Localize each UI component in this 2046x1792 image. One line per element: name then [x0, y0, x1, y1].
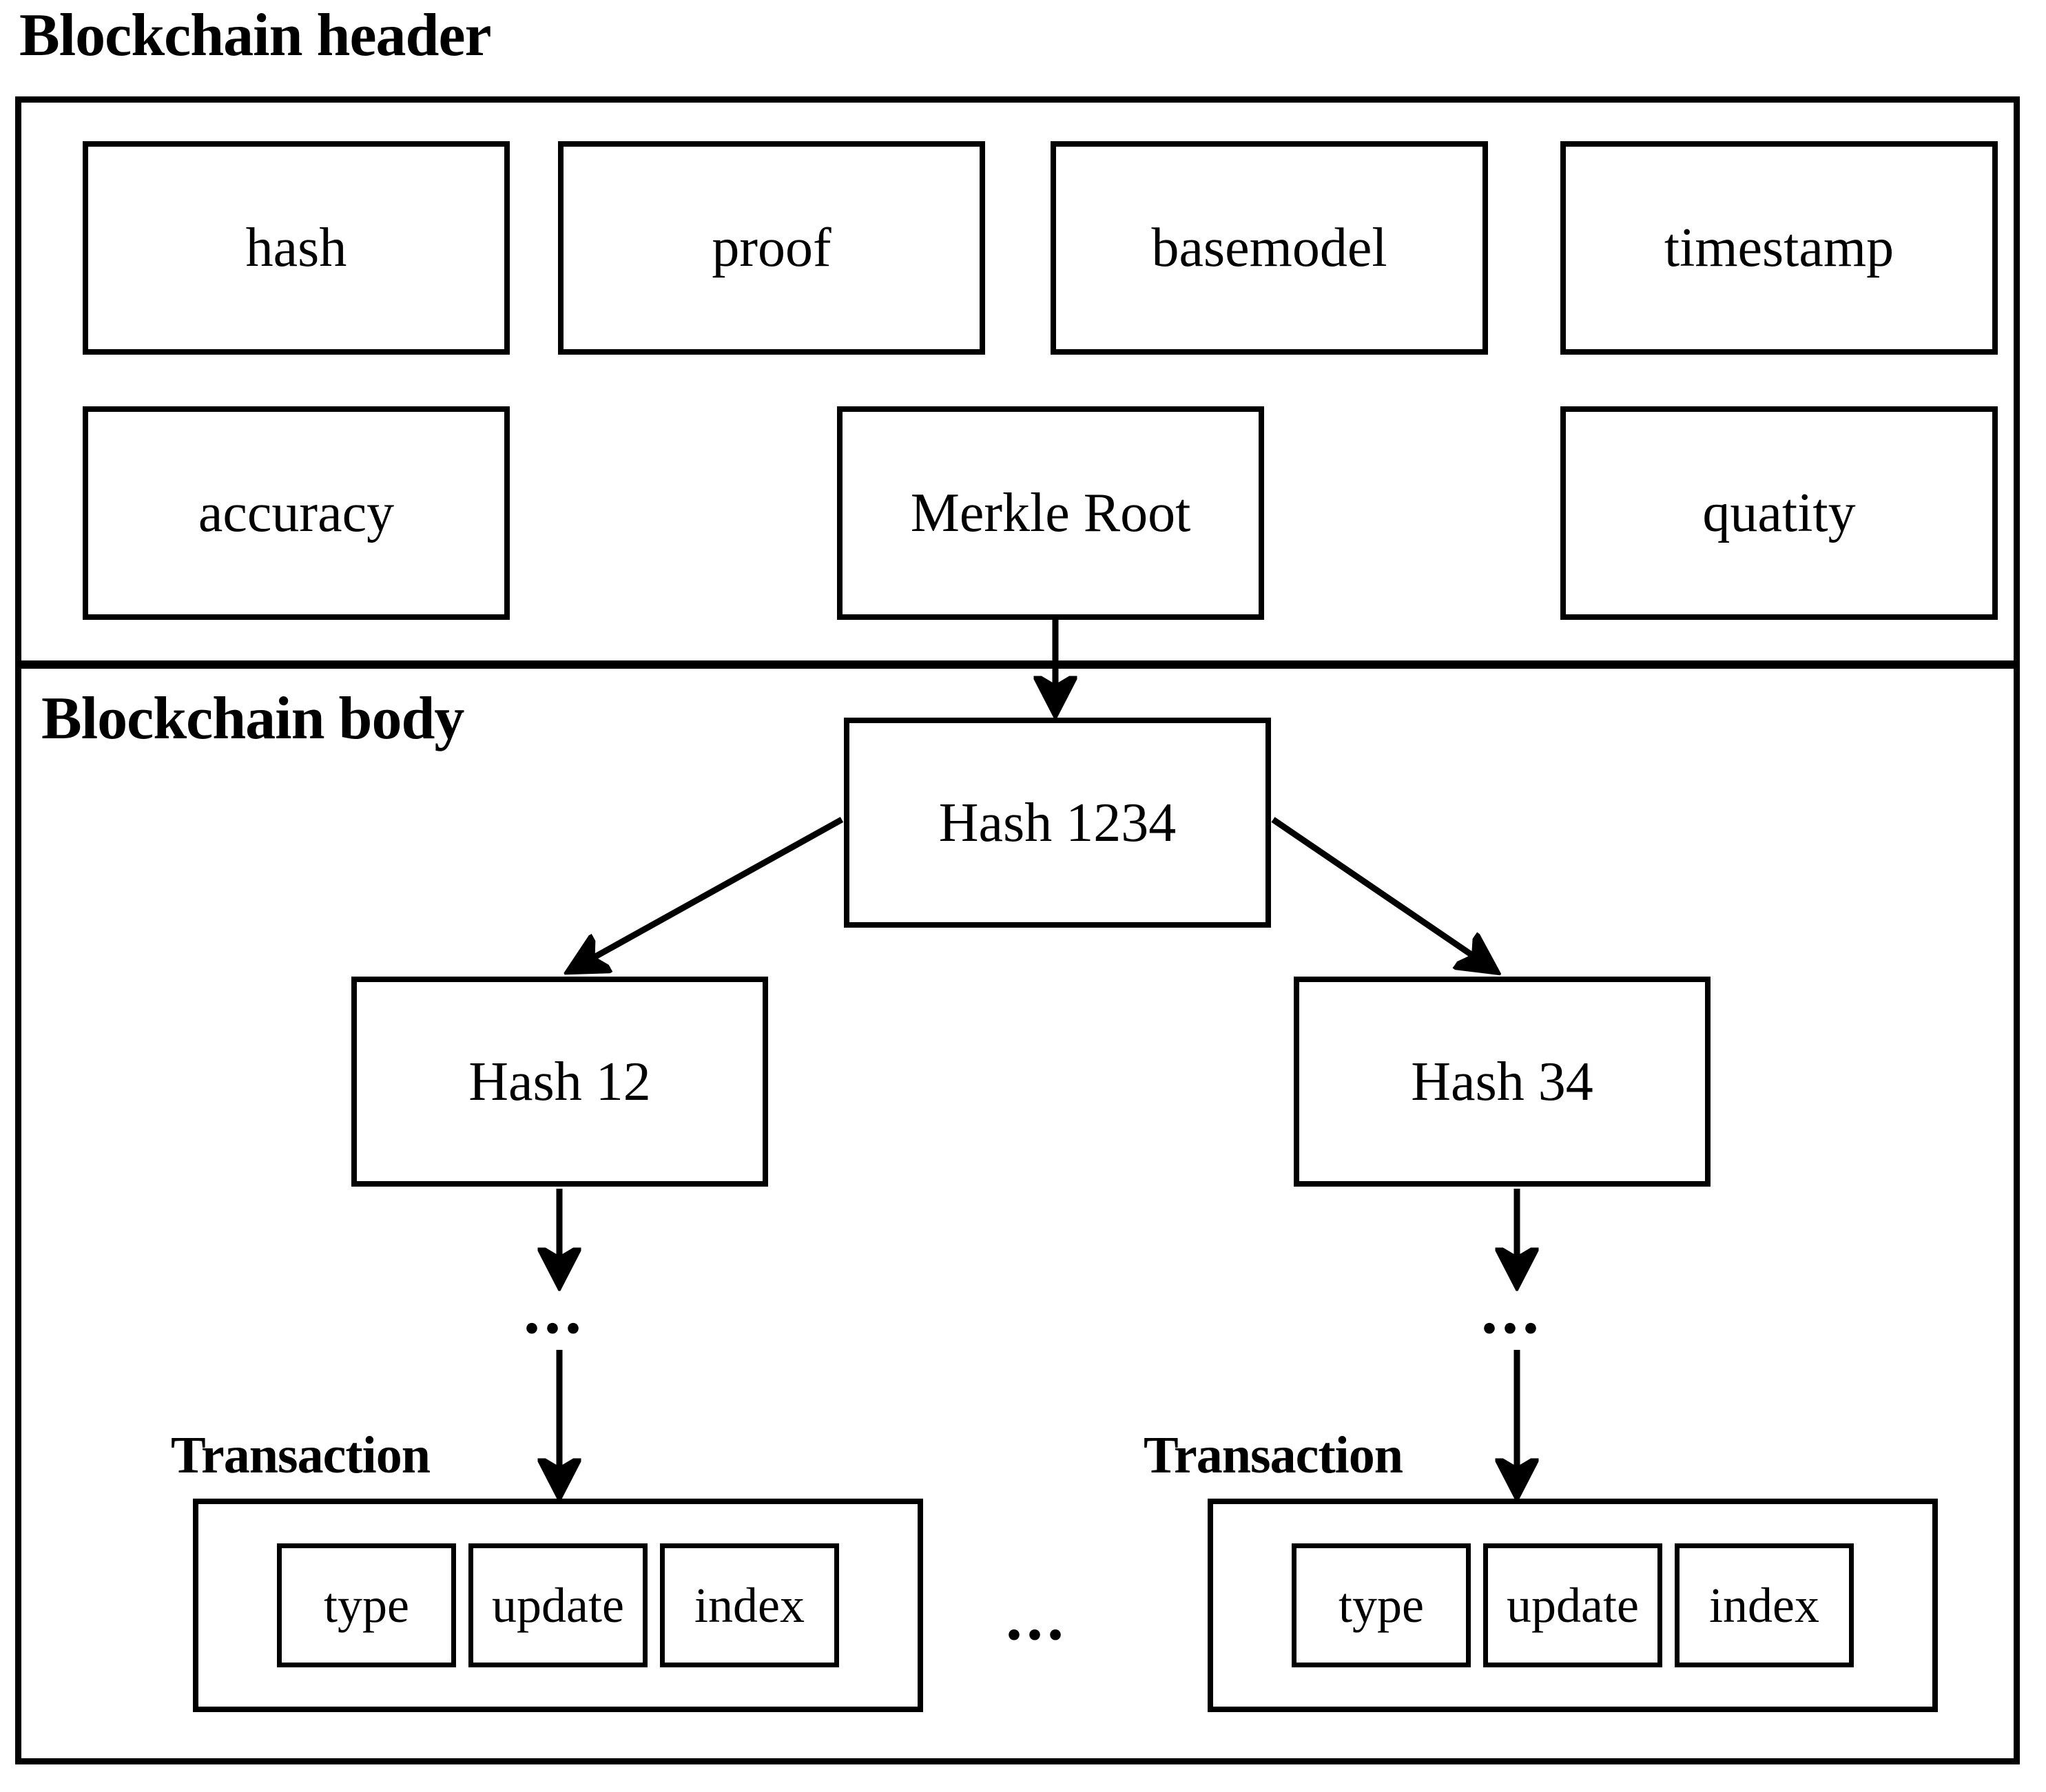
- transaction-label-right: Transaction: [1144, 1426, 1403, 1484]
- header-field-timestamp: timestamp: [1560, 141, 1998, 355]
- header-field-merkle-root: Merkle Root: [837, 406, 1264, 620]
- transaction-field-index-left: index: [660, 1543, 839, 1667]
- transaction-field-index-right: index: [1675, 1543, 1854, 1667]
- header-field-accuracy: accuracy: [83, 406, 510, 620]
- header-field-proof: proof: [558, 141, 985, 355]
- transaction-field-type-left: type: [277, 1543, 456, 1667]
- merkle-node-hash-34: Hash 34: [1294, 977, 1711, 1187]
- transaction-fields-left: type update index: [198, 1543, 918, 1667]
- transaction-label-left: Transaction: [171, 1426, 431, 1484]
- header-field-hash: hash: [83, 141, 510, 355]
- transaction-fields-right: type update index: [1213, 1543, 1932, 1667]
- transaction-field-update-left: update: [468, 1543, 648, 1667]
- right-branch-ellipsis: ...: [1481, 1273, 1543, 1347]
- transactions-separator-ellipsis: ...: [1006, 1580, 1068, 1654]
- transaction-box-left: type update index: [193, 1499, 923, 1712]
- transaction-field-update-right: update: [1483, 1543, 1662, 1667]
- blockchain-header-title: Blockchain header: [19, 2, 492, 69]
- blockchain-body-title: Blockchain body: [41, 685, 464, 752]
- blockchain-body-frame: [15, 663, 2020, 1764]
- left-branch-ellipsis: ...: [524, 1273, 586, 1347]
- header-field-quatity: quatity: [1560, 406, 1998, 620]
- merkle-node-hash-1234: Hash 1234: [844, 718, 1271, 928]
- header-field-basemodel: basemodel: [1051, 141, 1488, 355]
- transaction-box-right: type update index: [1208, 1499, 1938, 1712]
- transaction-field-type-right: type: [1292, 1543, 1471, 1667]
- merkle-node-hash-12: Hash 12: [351, 977, 768, 1187]
